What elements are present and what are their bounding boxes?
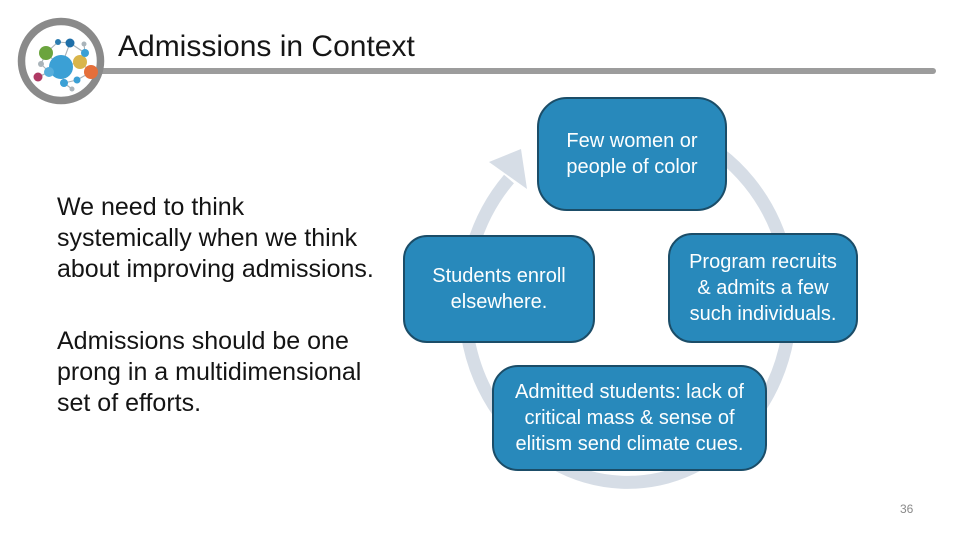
cycle-node-right: Program recruits & admits a few such ind… [668,233,858,343]
cycle-node-top: Few women or people of color [537,97,727,211]
slide-title: Admissions in Context [118,30,415,63]
page-number: 36 [900,502,914,516]
cycle-node-left-label: Students enroll elsewhere. [432,265,566,313]
network-nodes-logo [17,17,105,105]
body-paragraph-2: Admissions should be one prong in a mult… [57,327,362,417]
body-paragraph-1: We need to think systemically when we th… [57,193,374,283]
cycle-node-bottom: Admitted students: lack of critical mass… [492,365,767,471]
cycle-node-left: Students enroll elsewhere. [403,235,595,343]
cycle-node-right-label: Program recruits & admits a few such ind… [689,251,837,325]
cycle-node-top-label: Few women or people of color [566,130,698,178]
cycle-node-bottom-label: Admitted students: lack of critical mass… [514,381,744,455]
title-underline [100,68,936,74]
cycle-arrow-head [489,149,527,189]
